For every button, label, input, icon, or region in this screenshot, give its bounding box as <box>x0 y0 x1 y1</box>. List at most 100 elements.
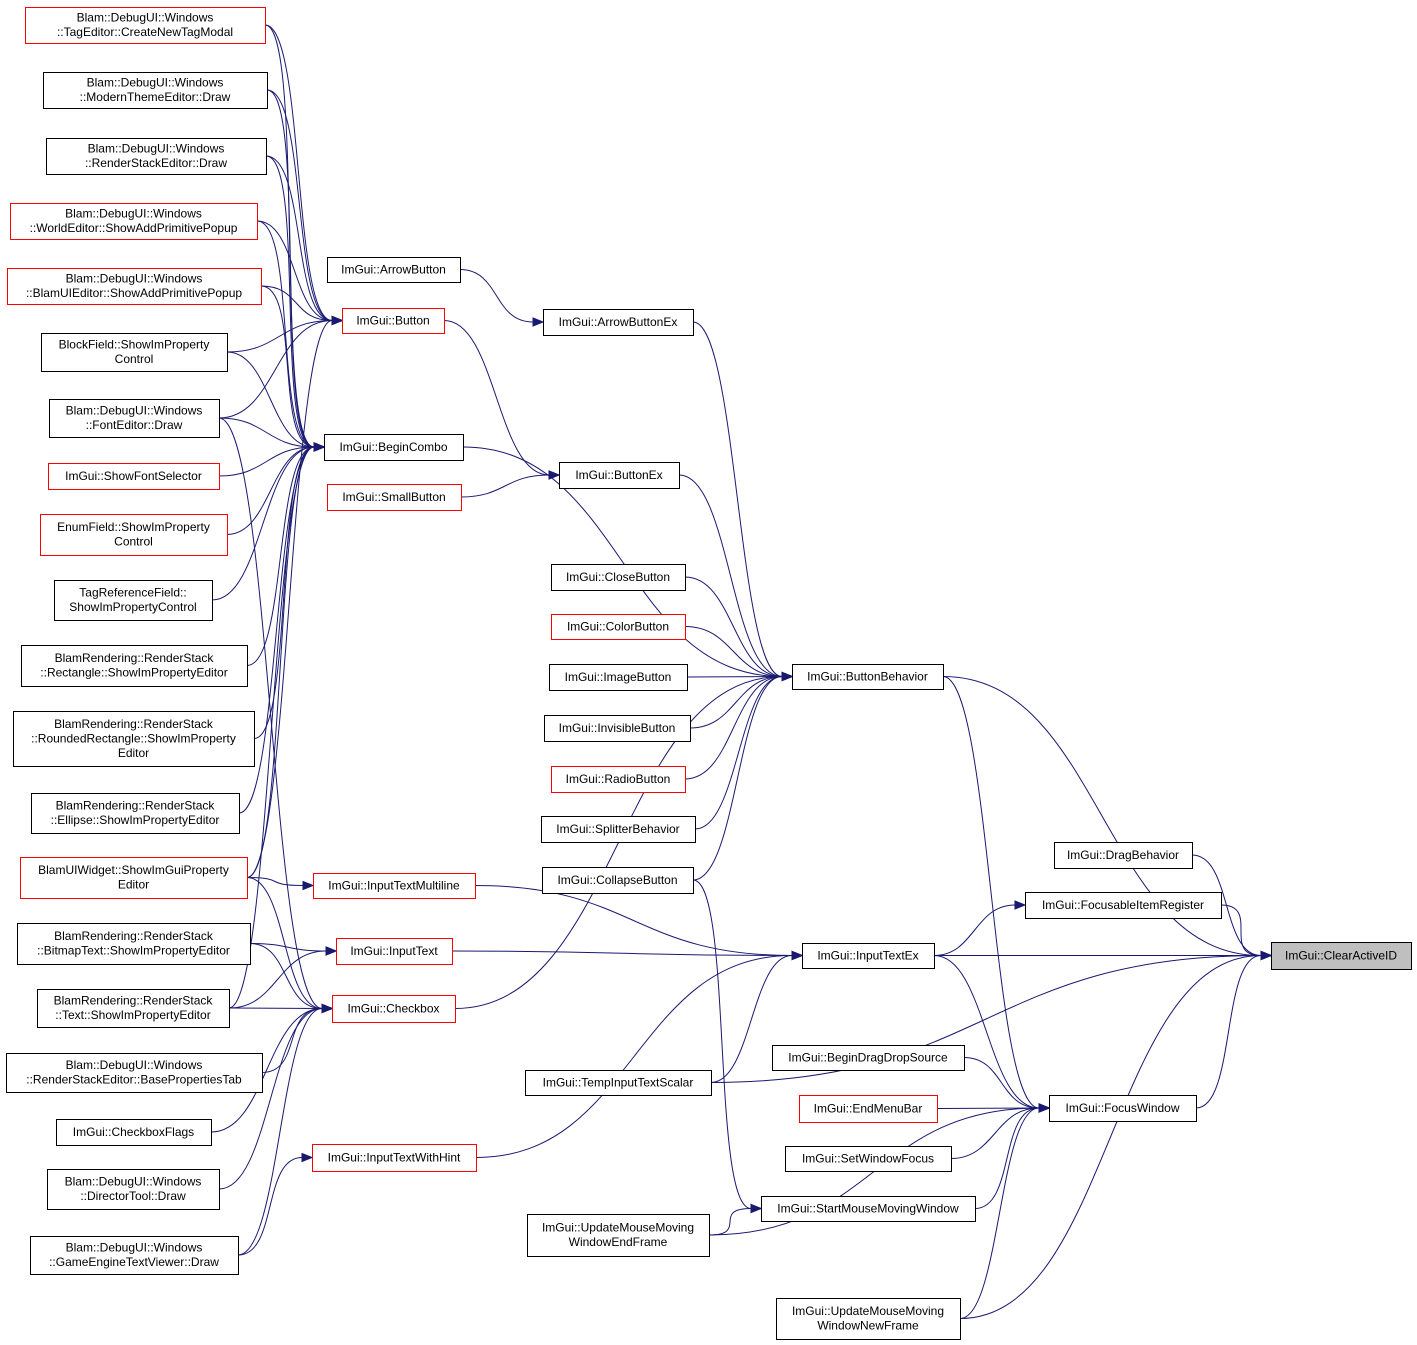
node-render-stack-editor-draw[interactable]: Blam::DebugUI::Windows::RenderStackEdito… <box>46 138 267 175</box>
node-box <box>1271 942 1412 970</box>
node-button-ex[interactable]: ImGui::ButtonEx <box>559 462 680 489</box>
node-label-line: ImGui::DragBehavior <box>1067 848 1179 862</box>
node-label-line: ImGui::CheckboxFlags <box>73 1125 194 1139</box>
arrowhead-icon <box>1038 1103 1051 1113</box>
node-create-new-tag-modal[interactable]: Blam::DebugUI::Windows::TagEditor::Creat… <box>25 7 266 44</box>
node-close-button[interactable]: ImGui::CloseButton <box>551 564 686 591</box>
node-label-line: ImGui::ShowFontSelector <box>65 469 202 483</box>
node-begin-combo[interactable]: ImGui::BeginCombo <box>324 434 464 461</box>
node-label-line: ::Text::ShowImPropertyEditor <box>55 1008 210 1022</box>
node-begin-drag-drop-source[interactable]: ImGui::BeginDragDropSource <box>772 1045 965 1071</box>
node-text-show[interactable]: BlamRendering::RenderStack::Text::ShowIm… <box>37 989 230 1028</box>
node-box <box>785 1146 952 1172</box>
edge-line <box>256 220 333 321</box>
edge-line <box>942 676 1262 956</box>
edges-layer <box>210 24 1273 1319</box>
node-collapse-button[interactable]: ImGui::CollapseButton <box>542 867 694 894</box>
edge-line <box>710 955 793 1083</box>
node-image-button[interactable]: ImGui::ImageButton <box>549 664 688 691</box>
node-clear-active-id[interactable]: ImGui::ClearActiveID <box>1271 942 1412 970</box>
node-box <box>799 1095 938 1123</box>
edge-render-stack-editor-draw-to-begin-combo <box>265 155 326 452</box>
node-base-props-tab[interactable]: Blam::DebugUI::Windows::RenderStackEdito… <box>6 1053 263 1093</box>
node-temp-input-text-scalar[interactable]: ImGui::TempInputTextScalar <box>525 1070 712 1096</box>
node-focus-window[interactable]: ImGui::FocusWindow <box>1049 1095 1197 1122</box>
node-font-editor-draw[interactable]: Blam::DebugUI::Windows::FontEditor::Draw <box>49 399 220 438</box>
edge-text-viewer-draw-to-checkbox <box>237 1003 334 1256</box>
edge-arrow-button-ex-to-button-behavior <box>692 321 794 682</box>
node-drag-behavior[interactable]: ImGui::DragBehavior <box>1054 842 1193 869</box>
edge-line <box>266 89 333 321</box>
node-input-text-with-hint[interactable]: ImGui::InputTextWithHint <box>312 1144 477 1172</box>
edge-bitmaptext-show-to-input-text <box>249 943 338 956</box>
node-label-line: ImGui::TempInputTextScalar <box>543 1075 694 1089</box>
node-box <box>25 7 266 44</box>
node-label-line: ImGui::ButtonEx <box>575 468 662 482</box>
arrowhead-icon <box>313 442 326 452</box>
edge-line <box>261 1008 323 1073</box>
node-checkbox[interactable]: ImGui::Checkbox <box>332 995 456 1023</box>
node-button[interactable]: ImGui::Button <box>342 308 445 334</box>
node-enumfield-show[interactable]: EnumField::ShowImPropertyControl <box>40 514 228 556</box>
edge-line <box>710 955 1262 1083</box>
node-box <box>49 399 220 438</box>
node-focusable-item-register[interactable]: ImGui::FocusableItemRegister <box>1025 892 1222 919</box>
node-input-text-ex[interactable]: ImGui::InputTextEx <box>802 943 935 969</box>
node-input-text[interactable]: ImGui::InputText <box>336 938 453 965</box>
edge-line <box>218 1008 323 1190</box>
node-splitter-behavior[interactable]: ImGui::SplitterBehavior <box>541 816 696 843</box>
node-label-line: ImGui::CollapseButton <box>557 873 677 887</box>
edge-line <box>253 446 315 739</box>
node-label-line: ::Ellipse::ShowImPropertyEditor <box>51 813 220 827</box>
node-arrow-button-ex[interactable]: ImGui::ArrowButtonEx <box>543 309 694 336</box>
node-bitmaptext-show[interactable]: BlamRendering::RenderStack::BitmapText::… <box>17 923 251 965</box>
node-box <box>541 816 696 843</box>
node-modern-theme-editor-draw[interactable]: Blam::DebugUI::Windows::ModernThemeEdito… <box>43 72 268 109</box>
node-label-line: ImGui::SmallButton <box>342 490 445 504</box>
node-label-line: BlamRendering::RenderStack <box>54 929 214 943</box>
node-end-menu-bar[interactable]: ImGui::EndMenuBar <box>799 1095 938 1123</box>
node-tagref-show[interactable]: TagReferenceField::ShowImPropertyControl <box>54 580 213 621</box>
node-set-window-focus[interactable]: ImGui::SetWindowFocus <box>785 1146 952 1172</box>
edge-input-text-ex-to-clear-active-id <box>933 950 1273 961</box>
edge-focus-window-to-clear-active-id <box>1195 950 1273 1109</box>
node-roundrect-show[interactable]: BlamRendering::RenderStack::RoundedRecta… <box>13 711 255 767</box>
edge-line <box>460 474 550 498</box>
node-label-line: ImGui::UpdateMouseMoving <box>542 1221 694 1235</box>
node-box <box>1025 892 1222 919</box>
node-checkbox-flags[interactable]: ImGui::CheckboxFlags <box>56 1119 212 1146</box>
node-box <box>802 943 935 969</box>
node-label-line: ::ModernThemeEditor::Draw <box>80 90 231 104</box>
node-ellipse-show[interactable]: BlamRendering::RenderStack::Ellipse::Sho… <box>31 793 240 834</box>
node-text-viewer-draw[interactable]: Blam::DebugUI::Windows::GameEngineTextVi… <box>30 1236 239 1275</box>
edge-input-text-to-input-text-ex <box>451 950 804 961</box>
node-box <box>551 766 686 793</box>
edge-line <box>266 89 315 448</box>
edge-collapse-button-to-start-mouse-moving <box>692 879 763 1214</box>
node-start-mouse-moving[interactable]: ImGui::StartMouseMovingWindow <box>761 1196 976 1222</box>
edge-line <box>443 320 550 476</box>
node-world-editor-add-prim[interactable]: Blam::DebugUI::Windows::WorldEditor::Sho… <box>10 203 258 240</box>
edge-line <box>226 351 315 448</box>
node-director-tool-draw[interactable]: Blam::DebugUI::Windows::DirectorTool::Dr… <box>47 1169 220 1210</box>
node-show-font-selector[interactable]: ImGui::ShowFontSelector <box>48 463 220 490</box>
node-box <box>20 857 248 899</box>
node-radio-button[interactable]: ImGui::RadioButton <box>551 766 686 793</box>
node-blamui-editor-add-prim[interactable]: Blam::DebugUI::Windows::BlamUIEditor::Sh… <box>7 268 262 305</box>
edge-line <box>228 950 327 1009</box>
node-input-text-multiline[interactable]: ImGui::InputTextMultiline <box>313 873 476 899</box>
node-color-button[interactable]: ImGui::ColorButton <box>551 614 686 640</box>
node-blockfield-show[interactable]: BlockField::ShowImPropertyControl <box>41 333 228 372</box>
node-rect-show[interactable]: BlamRendering::RenderStack::Rectangle::S… <box>21 645 248 687</box>
edge-line <box>689 676 783 729</box>
node-button-behavior[interactable]: ImGui::ButtonBehavior <box>792 664 944 690</box>
node-box <box>559 462 680 489</box>
node-arrow-button[interactable]: ImGui::ArrowButton <box>327 257 461 283</box>
node-small-button[interactable]: ImGui::SmallButton <box>327 484 462 511</box>
node-label-line: ImGui::ArrowButton <box>341 262 446 276</box>
node-invisible-button[interactable]: ImGui::InvisibleButton <box>544 715 691 742</box>
edge-line <box>708 1208 752 1236</box>
